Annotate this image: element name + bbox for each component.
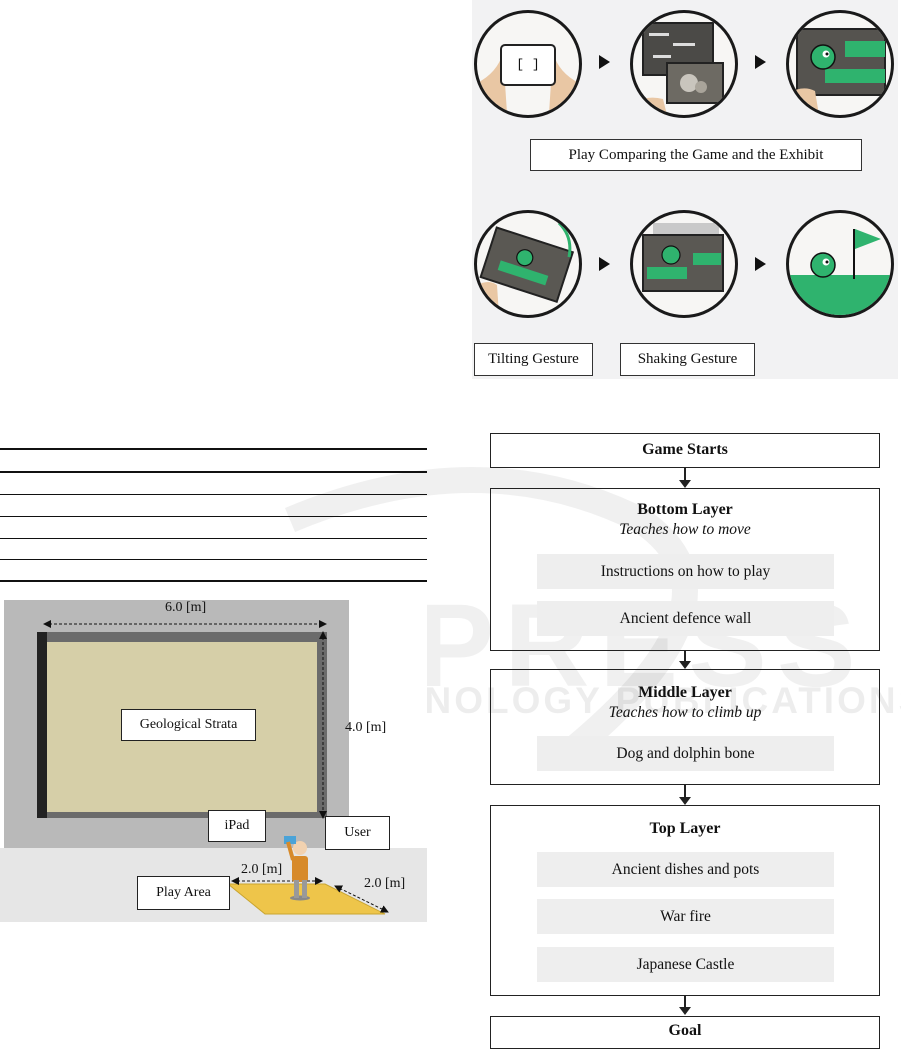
strata-label: Geological Strata xyxy=(121,709,256,741)
arrow-down-icon xyxy=(679,480,691,488)
middle-layer-item: Dog and dolphin bone xyxy=(537,736,834,771)
flow-connector xyxy=(684,468,686,480)
play-area-label: Play Area xyxy=(137,876,230,910)
user-label: User xyxy=(325,816,390,850)
flow-connector xyxy=(684,996,686,1007)
goal-flag-illustration xyxy=(789,229,891,315)
step-circle-tilt xyxy=(474,210,582,318)
flow-connector xyxy=(684,651,686,661)
top-layer-title: Top Layer xyxy=(649,820,721,837)
top-layer-item: Ancient dishes and pots xyxy=(537,852,834,887)
shaking-illustration xyxy=(642,223,724,292)
width-dimension-label: 6.0 [m] xyxy=(165,600,207,615)
bottom-layer-item: Ancient defence wall xyxy=(537,601,834,636)
bracket-glyph: [ ] xyxy=(516,57,540,72)
height-dimension-label: 4.0 [m] xyxy=(345,720,387,735)
top-layer-box xyxy=(490,805,880,996)
middle-layer-box xyxy=(490,669,880,785)
table-bottom-rule xyxy=(0,580,427,582)
compare-caption: Play Comparing the Game and the Exhibit xyxy=(530,139,862,171)
arrow-down-icon xyxy=(679,797,691,805)
tilting-caption: Tilting Gesture xyxy=(474,343,593,376)
tilting-illustration xyxy=(477,221,575,315)
flow-start-box xyxy=(490,433,880,468)
arrow-right-icon xyxy=(755,257,766,271)
arrow-right-icon xyxy=(755,55,766,69)
middle-layer-subtitle: Teaches how to climb up xyxy=(608,704,762,721)
exhibit-layout-diagram: 6.0 [m] 4.0 [m] Geological Strata iPad U… xyxy=(0,596,427,922)
table-top-rule xyxy=(0,448,427,450)
screen-compare-illustration xyxy=(633,22,724,115)
bottom-layer-subtitle: Teaches how to move xyxy=(619,521,751,538)
step-circle-scan: [ ] xyxy=(474,10,582,118)
flow-connector xyxy=(684,785,686,797)
step-circle-shake xyxy=(630,210,738,318)
user-figure xyxy=(284,836,310,901)
table-row-rule xyxy=(0,559,427,560)
bottom-layer-box xyxy=(490,488,880,651)
shaking-caption: Shaking Gesture xyxy=(620,343,755,376)
arrow-down-icon xyxy=(679,661,691,669)
step-circle-character xyxy=(786,10,894,118)
area-width-label: 2.0 [m] xyxy=(241,862,283,877)
top-layer-item: War fire xyxy=(537,899,834,934)
table-header-rule xyxy=(0,471,427,473)
character-screen-illustration xyxy=(789,28,886,115)
table-row-rule xyxy=(0,494,427,495)
bottom-layer-title: Bottom Layer xyxy=(637,501,733,518)
middle-layer-title: Middle Layer xyxy=(638,684,732,701)
ipad-label: iPad xyxy=(208,810,266,842)
layout-drawing xyxy=(0,600,427,922)
flow-start-label: Game Starts xyxy=(642,441,728,458)
game-play-figure: [ ] Play Comparing the Game and the Exhi… xyxy=(472,0,898,379)
arrow-right-icon xyxy=(599,257,610,271)
flow-goal-label: Goal xyxy=(668,1022,702,1039)
area-depth-label: 2.0 [m] xyxy=(364,876,406,891)
step-circle-compare xyxy=(630,10,738,118)
bottom-layer-item: Instructions on how to play xyxy=(537,554,834,589)
arrow-down-icon xyxy=(679,1007,691,1015)
table-row-rule xyxy=(0,538,427,539)
top-layer-item: Japanese Castle xyxy=(537,947,834,982)
table-row-rule xyxy=(0,516,427,517)
step-circle-goal xyxy=(786,210,894,318)
flow-goal-box xyxy=(490,1016,880,1049)
arrow-right-icon xyxy=(599,55,610,69)
